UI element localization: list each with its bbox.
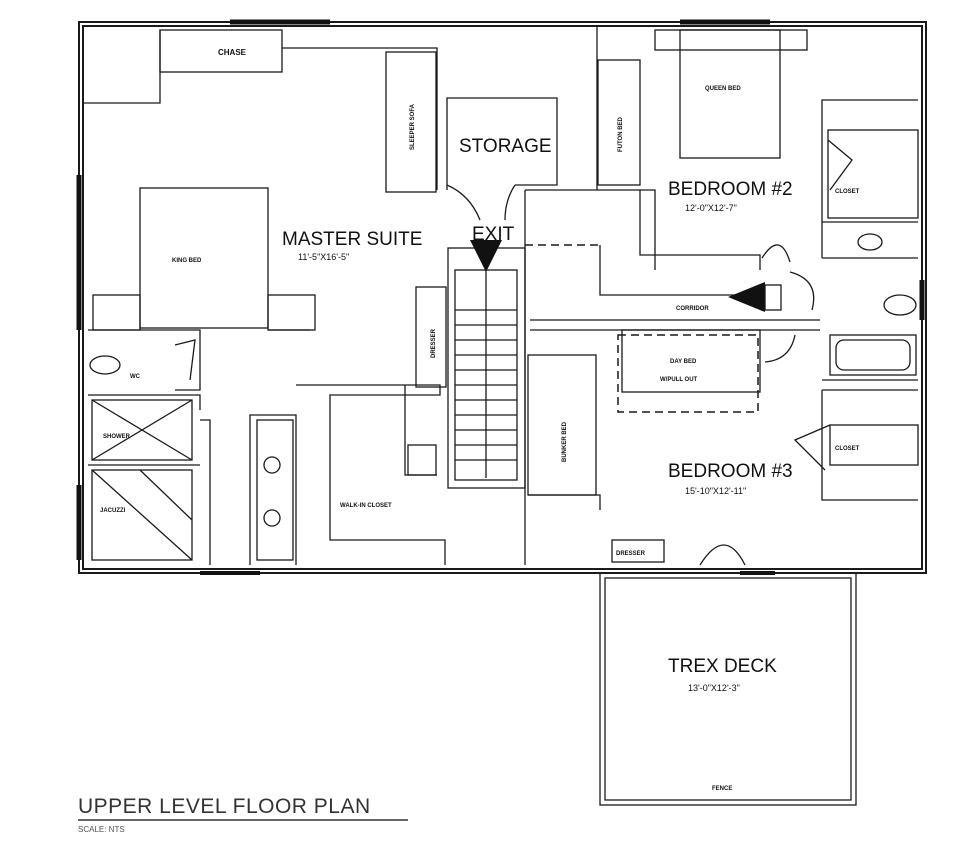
corridor-arrow-icon [728, 282, 765, 312]
label-master-suite: MASTER SUITE [282, 229, 422, 250]
label-dresser-b3: DRESSER [616, 551, 646, 557]
label-futon-bed: FUTON BED [618, 116, 624, 152]
bedroom2-walls [596, 26, 919, 311]
label-closet-b2: CLOSET [835, 189, 860, 195]
toilet-icon [883, 294, 917, 316]
label-chase: CHASE [218, 48, 247, 57]
label-bedroom3: BEDROOM #3 [668, 461, 793, 482]
trex-deck [599, 572, 857, 806]
label-shower: SHOWER [103, 434, 131, 440]
master-bath [89, 339, 294, 561]
label-king-bed: KING BED [172, 258, 202, 264]
label-bedroom3-dims: 15'-10"X12'-11" [685, 486, 746, 496]
label-corridor: CORRIDOR [676, 306, 709, 312]
master-suite-walls [83, 29, 446, 565]
label-sleeper-sofa: SLEEPER SOFA [410, 103, 416, 150]
label-dresser-master: DRESSER [431, 328, 437, 358]
label-bedroom2-dims: 12'-0"X12'-7" [685, 203, 737, 213]
plan-title: UPPER LEVEL FLOOR PLAN [78, 795, 371, 818]
sink-icon [263, 456, 281, 474]
stair [447, 190, 526, 565]
label-master-suite-dims: 11'-5"X16'-5" [298, 252, 349, 262]
label-bedroom2: BEDROOM #2 [668, 179, 793, 200]
exterior-walls [76, 19, 927, 575]
label-queen-bed: QUEEN BED [705, 86, 741, 92]
dresser-master [415, 286, 447, 388]
bedroom3-walls [527, 329, 919, 566]
sink-icon [263, 509, 281, 527]
label-walk-in-closet: WALK-IN CLOSET [340, 503, 392, 509]
label-wc: WC [130, 374, 141, 380]
label-trex-deck-dims: 13'-0"X12'-3" [688, 683, 740, 693]
label-closet-b3: CLOSET [835, 446, 860, 452]
labels: CHASE SLEEPER SOFA STORAGE FUTON BED QUE… [78, 48, 860, 834]
king-bed [92, 187, 316, 331]
label-trex-deck: TREX DECK [668, 656, 777, 677]
label-storage: STORAGE [459, 136, 552, 157]
hall-bath [764, 233, 918, 391]
label-day-bed: DAY BED [670, 359, 697, 365]
plan-scale: SCALE: NTS [78, 825, 125, 834]
wc-icon [89, 355, 121, 375]
label-jacuzzi: JACUZZI [100, 508, 126, 514]
label-bunker-bed: BUNKER BED [562, 421, 568, 462]
label-fence: FENCE [712, 786, 732, 792]
label-pull-out: W/PULL OUT [660, 377, 698, 383]
exit-arrow-icon [470, 240, 502, 272]
storage-room [446, 97, 558, 221]
corridor-walls [525, 189, 820, 331]
queen-bed [654, 29, 808, 159]
sink-icon [857, 233, 883, 251]
label-exit: EXIT [472, 224, 515, 245]
